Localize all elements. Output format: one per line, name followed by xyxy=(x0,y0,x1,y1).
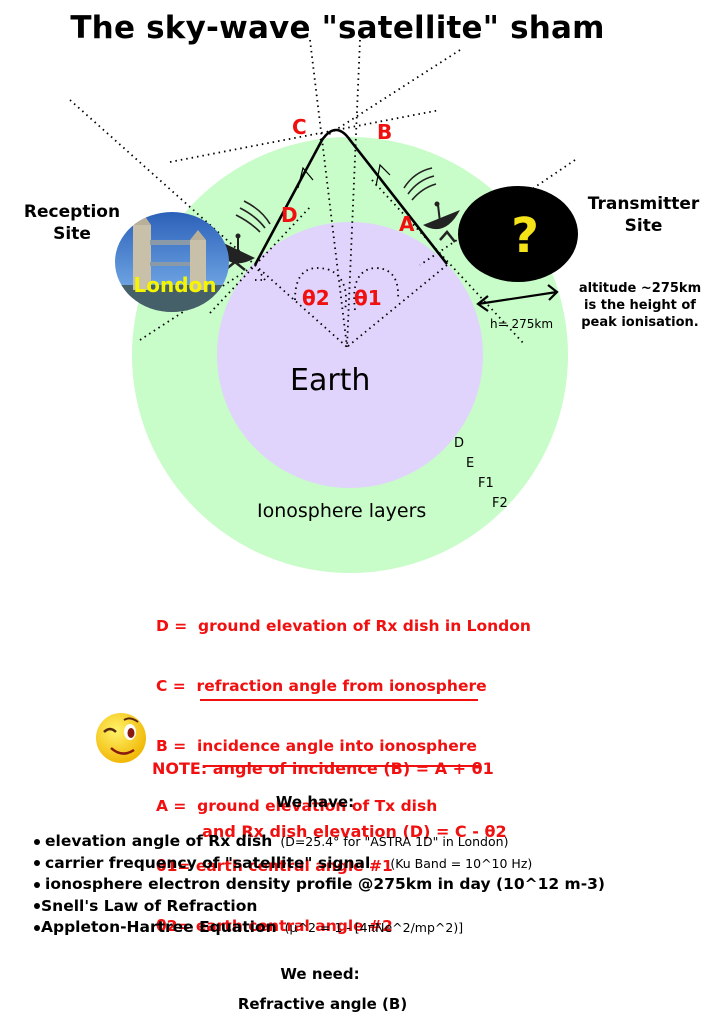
ionosphere-label: Ionosphere layers xyxy=(257,500,427,522)
angle-d-label: D xyxy=(281,203,298,227)
earth-circle xyxy=(217,222,483,488)
we-have-list: elevation angle of Rx dish(D=25.4° for "… xyxy=(34,831,605,939)
theta1-label: θ1 xyxy=(354,286,382,310)
bullet-icon xyxy=(34,903,40,909)
layer-f1-label: F1 xyxy=(478,476,494,491)
ray-arrow-up-icon xyxy=(375,163,391,187)
height-label: h= 275km xyxy=(490,317,554,331)
london-image xyxy=(115,212,229,312)
angle-b-label: B xyxy=(377,120,393,144)
transmitter-site-marker xyxy=(458,186,578,282)
reception-site-label: Reception Site xyxy=(23,202,121,244)
unknown-site-icon: ? xyxy=(511,208,539,264)
bullet-icon xyxy=(34,860,40,866)
layer-f2-label: F2 xyxy=(492,496,508,511)
layer-d-label: D xyxy=(454,436,465,451)
list-item: elevation angle of Rx dish(D=25.4° for "… xyxy=(34,831,605,853)
layer-e-label: E xyxy=(466,456,475,471)
we-have-heading: We have: xyxy=(275,793,355,811)
note-text: NOTE: angle of incidence (B) = A + θ1 an… xyxy=(152,759,507,841)
theta2-label: θ2 xyxy=(302,286,330,310)
bullet-icon xyxy=(34,838,40,845)
list-item: carrier frequency of "satellite" signal(… xyxy=(34,853,605,875)
legend-item: D = ground elevation of Rx dish in Londo… xyxy=(156,617,531,635)
divider-top xyxy=(200,699,478,701)
page-title: The sky-wave "satellite" sham xyxy=(70,10,605,46)
legend-item: θ2= earth central angle #2 xyxy=(156,917,393,935)
winking-smiley-icon xyxy=(96,713,146,763)
bullet-icon xyxy=(34,924,40,931)
london-label: London xyxy=(133,273,216,297)
height-arrow-icon xyxy=(476,284,559,312)
ray-arrow-down-icon xyxy=(297,166,314,189)
earth-label: Earth xyxy=(290,363,371,398)
transmitter-site-label: Transmitter Site xyxy=(587,194,700,236)
legend-item: θ1= earth central angle #1 xyxy=(156,857,393,875)
legend-item: C = refraction angle from ionosphere xyxy=(156,677,487,695)
altitude-note: altitude ~275km is the height of peak io… xyxy=(578,281,702,330)
legend-item: A = ground elevation of Tx dish xyxy=(156,797,438,815)
divider-bottom xyxy=(203,765,481,767)
angle-legend: D = ground elevation of Rx dish in Londo… xyxy=(156,576,531,956)
bullet-icon xyxy=(34,881,40,888)
list-item: Snell's Law of Refraction xyxy=(34,896,605,918)
legend-item: B = incidence angle into ionosphere xyxy=(156,737,477,755)
ray-path xyxy=(253,128,449,266)
angle-c-label: C xyxy=(292,115,307,139)
list-item: ionosphere electron density profile @275… xyxy=(34,874,605,896)
list-item: Appleton-Hartree Equation(μ^2 = 1 - [4πN… xyxy=(34,917,605,939)
we-need-heading: We need: xyxy=(280,965,360,983)
angle-a-label: A xyxy=(399,212,415,236)
we-need-value: Refractive angle (B) xyxy=(237,995,408,1013)
tx-dish-icon xyxy=(403,167,460,243)
skywave-diagram: London ? xyxy=(69,39,578,573)
